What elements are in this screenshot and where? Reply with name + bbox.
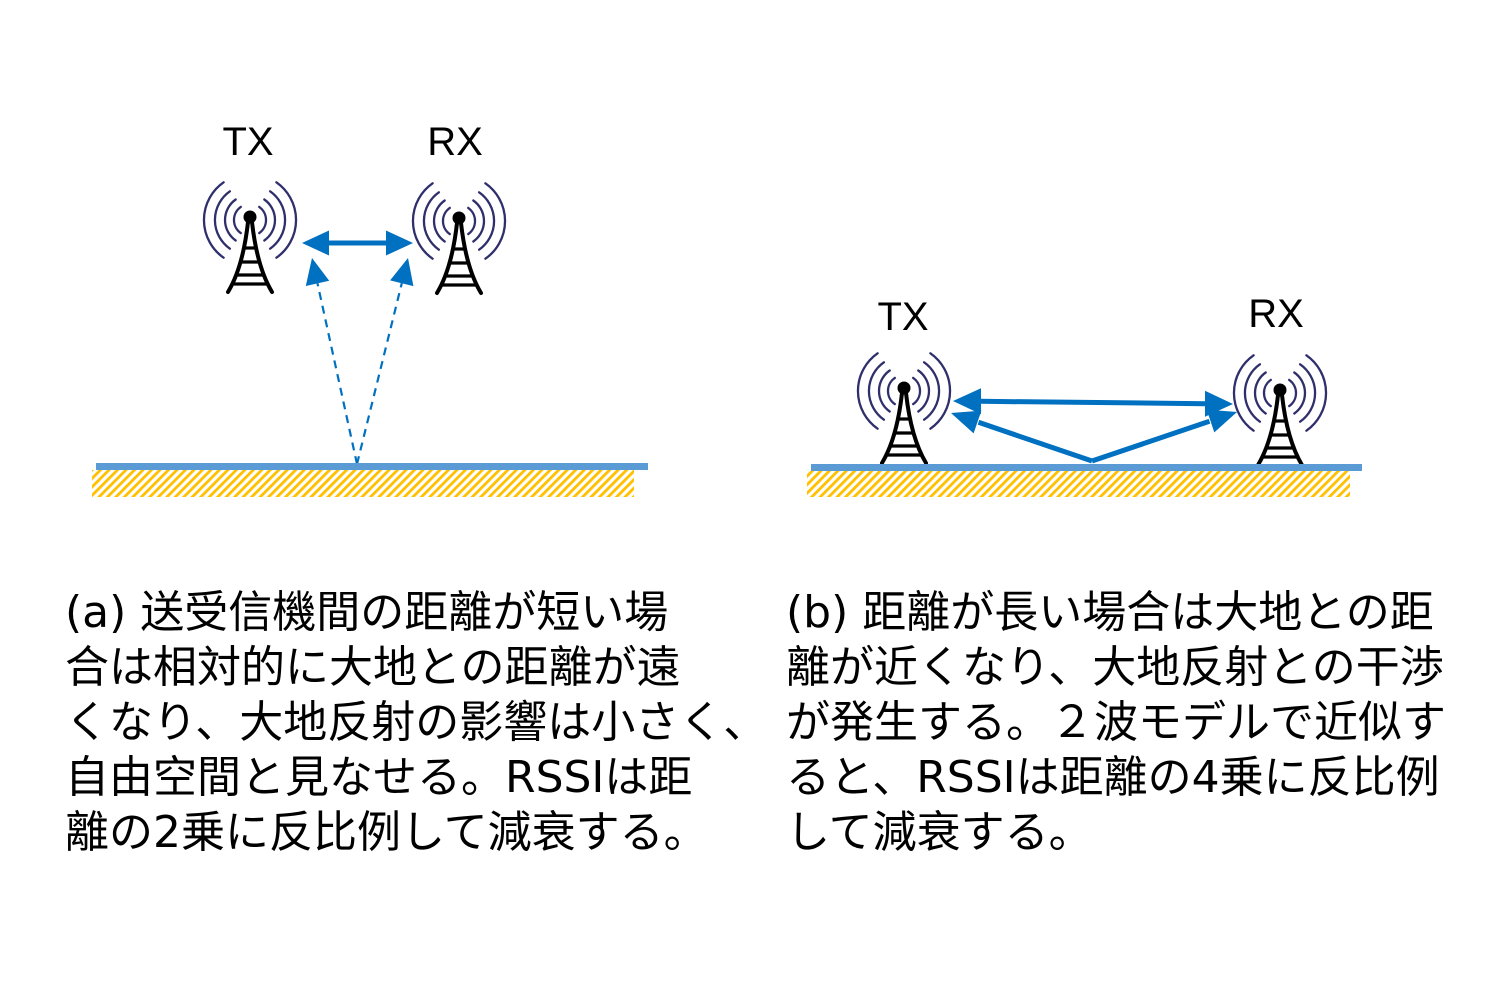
reflection-line-to-tx (316, 283, 359, 465)
panel-a-diagram: TX RX (92, 120, 648, 497)
arrow-head-right (386, 230, 413, 256)
rx-label-b: RX (1248, 292, 1304, 336)
ground-hatch (92, 470, 634, 497)
caption-b: (b) 距離が長い場合は大地との距 離が近くなり、大地反射との干渉 が発生する。… (786, 585, 1446, 860)
reflection-path-arrows-b (951, 409, 1237, 464)
ground-hatch (807, 471, 1350, 497)
caption-line: 自由空間と見なせる。RSSIは距 (65, 752, 693, 803)
reflection-path-arrows-a (305, 258, 414, 465)
caption-line: 離の2乗に反比例して減衰する。 (65, 807, 708, 858)
ground-surface (96, 463, 648, 470)
direct-path-arrow-b (953, 388, 1233, 417)
arrow-head-tx (951, 410, 982, 434)
direct-path-line (979, 398, 1207, 407)
arrow-head-left (953, 388, 981, 415)
caption-line: が発生する。２波モデルで近似す (786, 697, 1446, 748)
direct-path-arrow-a (302, 230, 413, 256)
caption-line: して減衰する。 (786, 807, 1093, 858)
reflection-line-to-rx (355, 282, 403, 465)
tx-label-b: TX (877, 295, 928, 339)
panel-b-diagram: TX RX (807, 292, 1362, 497)
caption-line: 離が近くなり、大地反射との干渉 (786, 642, 1444, 693)
antenna-tower-icon (855, 351, 953, 465)
reflection-line-to-tx (977, 419, 1093, 464)
caption-a: (a) 送受信機間の距離が短い場 合は相対的に大地との距離が遠 くなり、大地反射… (65, 585, 767, 860)
caption-line: 合は相対的に大地との距離が遠 (65, 642, 681, 693)
reflection-line-to-rx (1091, 418, 1211, 464)
caption-line: (b) 距離が長い場合は大地との距 (786, 587, 1434, 638)
rx-label-a: RX (427, 120, 483, 164)
antenna-tower-icon (1231, 353, 1329, 467)
tx-label-a: TX (222, 120, 273, 164)
ground-a (92, 463, 648, 497)
antenna-tower-icon (410, 181, 508, 295)
arrow-head-tx (305, 258, 330, 286)
ground-surface (811, 464, 1362, 471)
antenna-tower-icon (201, 180, 299, 294)
arrow-head-rx (1206, 409, 1237, 433)
caption-line: ると、RSSIは距離の4乗に反比例 (786, 752, 1440, 803)
ground-b (807, 464, 1362, 497)
caption-line: くなり、大地反射の影響は小さく、 (65, 697, 768, 748)
arrow-head-left (302, 230, 329, 256)
arrow-head-rx (390, 258, 414, 287)
caption-line: (a) 送受信機間の距離が短い場 (65, 587, 669, 638)
